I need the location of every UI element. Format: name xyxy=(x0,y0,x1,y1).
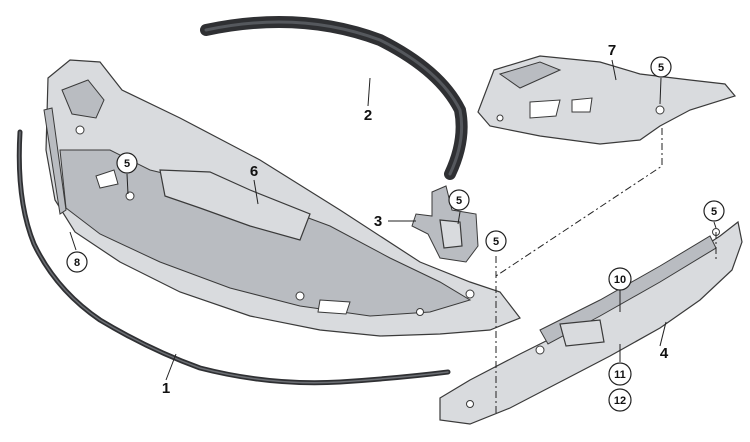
callout-2: 2 xyxy=(364,107,372,124)
part-8-side-strip xyxy=(43,107,67,215)
callout-5-panel-4: 5 xyxy=(703,200,725,222)
part-7-panel xyxy=(477,55,737,145)
callout-8: 8 xyxy=(66,251,88,273)
leader-lines xyxy=(69,59,717,381)
callout-3: 3 xyxy=(374,213,382,230)
callout-6: 6 xyxy=(250,163,258,180)
svg-text:5: 5 xyxy=(456,195,462,207)
callout-12: 12 xyxy=(608,388,632,412)
part-1-seal xyxy=(16,129,451,386)
callout-5-bracket: 5 xyxy=(448,189,470,211)
svg-text:5: 5 xyxy=(711,206,717,218)
callout-4: 4 xyxy=(660,345,669,362)
svg-text:10: 10 xyxy=(614,274,626,286)
part-4-rail-panel xyxy=(439,220,743,425)
part-6-air-duct-panel xyxy=(45,59,521,337)
callout-11: 11 xyxy=(608,362,632,386)
part-2-upper-seal xyxy=(200,16,468,180)
callout-5-panel-6: 5 xyxy=(116,152,138,174)
svg-text:12: 12 xyxy=(614,395,626,407)
svg-text:8: 8 xyxy=(74,257,80,269)
callout-10: 10 xyxy=(608,267,632,291)
alignment-lines xyxy=(495,128,717,416)
callout-5-panel-7: 5 xyxy=(650,56,672,78)
callout-7: 7 xyxy=(608,42,616,59)
svg-text:11: 11 xyxy=(614,369,626,381)
part-3-bracket xyxy=(411,185,479,263)
svg-text:5: 5 xyxy=(658,62,664,74)
svg-text:5: 5 xyxy=(124,158,130,170)
callout-1: 1 xyxy=(162,380,170,397)
svg-text:5: 5 xyxy=(493,236,499,248)
callout-5-center: 5 xyxy=(485,230,507,252)
